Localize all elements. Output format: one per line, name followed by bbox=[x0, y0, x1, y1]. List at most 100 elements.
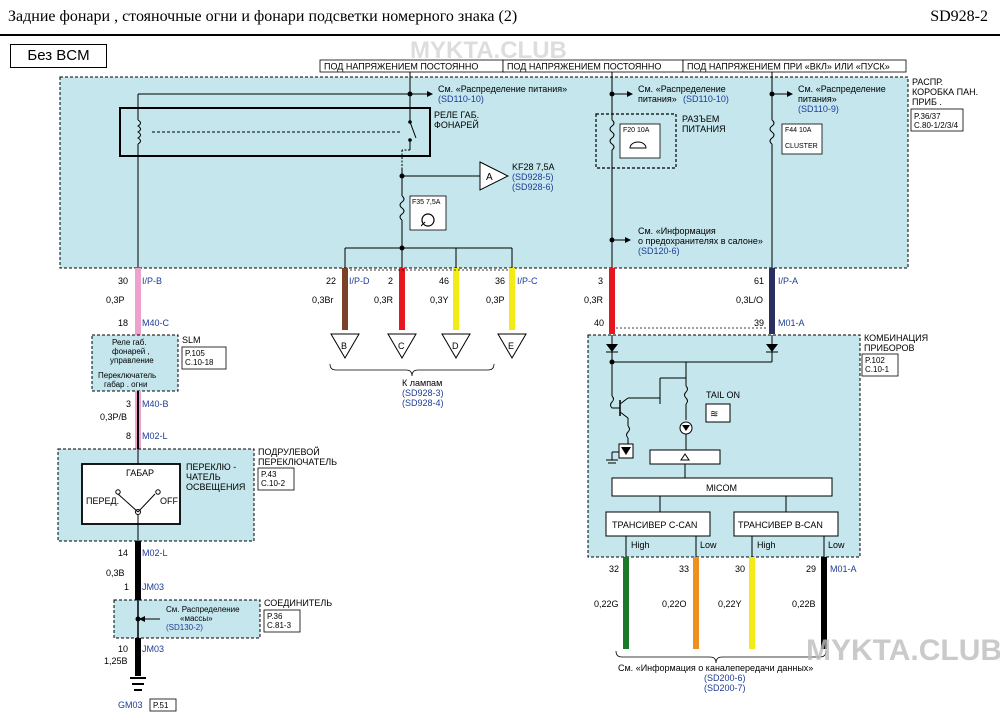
svg-text:8: 8 bbox=[126, 431, 131, 441]
svg-text:F20 10A: F20 10A bbox=[623, 127, 650, 134]
svg-text:(SD928-3): (SD928-3) bbox=[402, 388, 444, 398]
tail-on-label: TAIL ON bbox=[706, 390, 740, 400]
svg-text:ПЕРЕКЛЮЧАТЕЛЬ: ПЕРЕКЛЮЧАТЕЛЬ bbox=[258, 457, 337, 467]
svg-text:F44 10A: F44 10A bbox=[785, 127, 812, 134]
svg-text:JM03: JM03 bbox=[142, 582, 164, 592]
svg-text:P.51: P.51 bbox=[153, 701, 169, 710]
svg-text:(SD928-4): (SD928-4) bbox=[402, 398, 444, 408]
fuse-f35: F35 7,5A bbox=[399, 195, 447, 248]
svg-text:См. «Информация: См. «Информация bbox=[638, 226, 716, 236]
power-labels: ПОД НАПРЯЖЕНИЕМ ПОСТОЯННО ПОД НАПРЯЖЕНИЕ… bbox=[319, 59, 907, 73]
ref-power-distribution-2: См. «Распределение питания» (SD110-10) bbox=[638, 84, 729, 104]
lamp-connector-d bbox=[441, 333, 471, 359]
instrument-cluster: КОМБИНАЦИЯ ПРИБОРОВ P.102 C.10-1 bbox=[587, 333, 928, 558]
lamp-connector-c bbox=[387, 333, 417, 359]
svg-text:Переключатель: Переключатель bbox=[98, 371, 156, 380]
svg-text:High: High bbox=[757, 540, 776, 550]
svg-text:ПЕРЕКЛЮ -: ПЕРЕКЛЮ - bbox=[186, 462, 236, 472]
svg-text:0,22B: 0,22B bbox=[792, 599, 816, 609]
svg-text:36: 36 bbox=[495, 276, 505, 286]
svg-text:3: 3 bbox=[126, 399, 131, 409]
wire-red-cluster bbox=[609, 268, 615, 334]
tail-lamp-relay: РЕЛЕ ГАБ. ФОНАРЕЙ bbox=[119, 107, 479, 168]
ref-fuse-info: См. «Информация о предохранителях в сало… bbox=[638, 226, 763, 256]
svg-text:См. Распределение: См. Распределение bbox=[166, 605, 240, 614]
svg-text:1,25B: 1,25B bbox=[104, 656, 128, 666]
svg-text:High: High bbox=[631, 540, 650, 550]
power-label-always-1: ПОД НАПРЯЖЕНИЕМ ПОСТОЯННО bbox=[324, 62, 478, 72]
page-title: Задние фонари , стояночные огни и фонари… bbox=[8, 8, 518, 25]
svg-text:ФОНАРЕЙ: ФОНАРЕЙ bbox=[434, 119, 479, 130]
svg-text:К лампам: К лампам bbox=[402, 378, 442, 388]
svg-text:СОЕДИНИТЕЛЬ: СОЕДИНИТЕЛЬ bbox=[264, 598, 332, 608]
wire-yellow-can bbox=[749, 557, 755, 649]
header-bar: Задние фонари , стояночные огни и фонари… bbox=[0, 0, 1000, 36]
svg-text:ОСВЕЩЕНИЯ: ОСВЕЩЕНИЯ bbox=[186, 482, 245, 492]
svg-text:0,3L/O: 0,3L/O bbox=[736, 295, 763, 305]
svg-text:M40-B: M40-B bbox=[142, 399, 169, 409]
wire-black-joint bbox=[135, 541, 141, 600]
svg-text:КОМБИНАЦИЯ: КОМБИНАЦИЯ bbox=[864, 333, 928, 343]
no-bcm-label: Без BCM bbox=[10, 44, 107, 68]
svg-text:См. «Распределение: См. «Распределение bbox=[798, 84, 886, 94]
svg-text:ЧАТЕЛЬ: ЧАТЕЛЬ bbox=[186, 472, 221, 482]
svg-text:I/P-D: I/P-D bbox=[349, 276, 370, 286]
connector-a-arrow bbox=[479, 161, 510, 191]
svg-text:32: 32 bbox=[609, 564, 619, 574]
wire-black-ground bbox=[135, 638, 141, 676]
svg-text:(SD928-6): (SD928-6) bbox=[512, 182, 554, 192]
wire-pink-upper bbox=[135, 268, 141, 335]
wire-red-lamp bbox=[399, 268, 405, 330]
svg-text:10: 10 bbox=[118, 644, 128, 654]
svg-text:C.80-1/2/3/4: C.80-1/2/3/4 bbox=[914, 121, 959, 130]
svg-text:«массы»: «массы» bbox=[180, 614, 213, 623]
svg-text:2: 2 bbox=[388, 276, 393, 286]
svg-text:РАСПР.: РАСПР. bbox=[912, 77, 943, 87]
power-label-on-start: ПОД НАПРЯЖЕНИЕМ ПРИ «ВКЛ» ИЛИ «ПУСК» bbox=[687, 62, 890, 72]
svg-text:B: B bbox=[341, 341, 347, 351]
svg-text:0,3Br: 0,3Br bbox=[312, 295, 334, 305]
svg-text:C.10-2: C.10-2 bbox=[261, 479, 286, 488]
wire-orange-can bbox=[693, 557, 699, 649]
svg-text:ПРИБОРОВ: ПРИБОРОВ bbox=[864, 343, 915, 353]
svg-text:См. «Распределение: См. «Распределение bbox=[638, 84, 726, 94]
svg-text:SLM: SLM bbox=[182, 335, 201, 345]
svg-text:C.10-18: C.10-18 bbox=[185, 358, 214, 367]
svg-text:A: A bbox=[486, 172, 493, 183]
svg-text:30: 30 bbox=[735, 564, 745, 574]
svg-text:0,3R: 0,3R bbox=[374, 295, 394, 305]
svg-text:1: 1 bbox=[124, 582, 129, 592]
svg-text:CLUSTER: CLUSTER bbox=[785, 143, 818, 150]
svg-text:Low: Low bbox=[828, 540, 845, 550]
svg-text:См. «Распределение питания»: См. «Распределение питания» bbox=[438, 84, 567, 94]
micom-label: MICOM bbox=[706, 483, 737, 493]
svg-text:M01-A: M01-A bbox=[830, 564, 857, 574]
slm-unit: Реле габ. фонарей , управление Переключа… bbox=[91, 334, 227, 392]
svg-text:C: C bbox=[398, 341, 405, 351]
ref-power-distribution-1: См. «Распределение питания» (SD110-10) bbox=[438, 84, 567, 104]
switch-position-pered: ПЕРЕД. bbox=[86, 496, 119, 506]
wire-brown bbox=[342, 268, 348, 330]
switch-position-gabar: ГАБАР bbox=[126, 468, 154, 478]
svg-text:0,3P: 0,3P bbox=[486, 295, 505, 305]
svg-text:0,3P/B: 0,3P/B bbox=[100, 412, 127, 422]
ground-symbol: GM03 P.51 bbox=[118, 677, 177, 712]
svg-text:M02-L: M02-L bbox=[142, 548, 168, 558]
svg-text:3: 3 bbox=[598, 276, 603, 286]
svg-text:F35 7,5A: F35 7,5A bbox=[412, 199, 441, 206]
watermark-bottom: MYKTA.CLUB bbox=[806, 634, 1000, 667]
svg-text:0,22Y: 0,22Y bbox=[718, 599, 742, 609]
fuse-f44: F44 10A CLUSTER bbox=[769, 119, 823, 268]
svg-text:0,3Y: 0,3Y bbox=[430, 295, 449, 305]
svg-text:0,3P: 0,3P bbox=[106, 295, 125, 305]
power-connector-f20: F20 10A РАЗЪЕМ ПИТАНИЯ bbox=[595, 113, 726, 268]
svg-text:РАЗЪЕМ: РАЗЪЕМ bbox=[682, 114, 719, 124]
svg-text:ПИТАНИЯ: ПИТАНИЯ bbox=[682, 124, 726, 134]
svg-text:Реле габ.: Реле габ. bbox=[112, 338, 147, 347]
svg-text:M40-C: M40-C bbox=[142, 318, 170, 328]
svg-text:C.81-3: C.81-3 bbox=[267, 621, 292, 630]
svg-text:(SD200-6): (SD200-6) bbox=[704, 673, 746, 683]
svg-text:I/P-A: I/P-A bbox=[778, 276, 798, 286]
junction-box-label: РАСПР. КОРОБКА ПАН. ПРИБ . P.36/37 C.80-… bbox=[910, 77, 978, 132]
svg-text:JM03: JM03 bbox=[142, 644, 164, 654]
